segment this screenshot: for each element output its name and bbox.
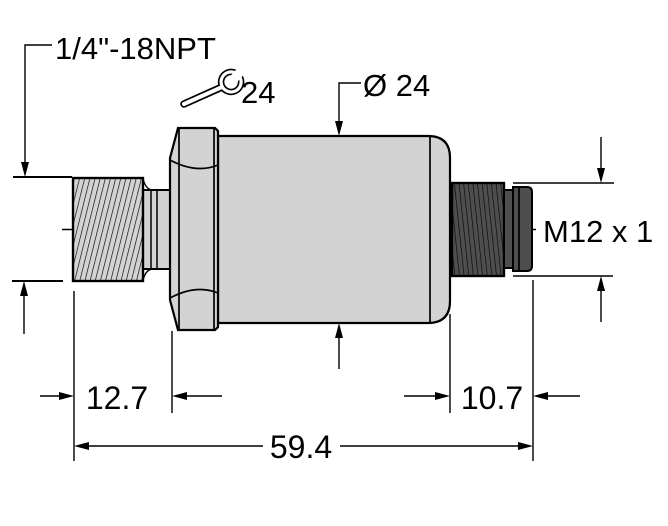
- m12-connector: [450, 181, 533, 278]
- npt-thread-label: 1/4"-18NPT: [55, 31, 216, 66]
- wrench-icon: [180, 66, 247, 108]
- m12-diameter-dimension: [513, 137, 614, 322]
- connector-length-dimension: [404, 392, 580, 400]
- port-length-value: 12.7: [86, 380, 148, 416]
- wrench-size-label: 24: [241, 75, 275, 110]
- npt-thread-section: [71, 176, 145, 283]
- overall-length-dimension: [74, 442, 533, 450]
- overall-length-value: 59.4: [270, 429, 332, 465]
- extension-lines: [73, 280, 534, 461]
- sensor-body: [216, 134, 452, 325]
- port-neck: [142, 178, 172, 281]
- body-diameter-dimension: [335, 82, 361, 369]
- npt-diameter-dimension: [12, 44, 72, 334]
- port-length-dimension: [40, 392, 222, 400]
- body-diameter-label: Ø 24: [363, 68, 430, 103]
- hex-nut: [168, 126, 220, 332]
- m12-tip: [512, 186, 533, 272]
- connector-thread-label: M12 x 1: [543, 214, 653, 249]
- connector-length-value: 10.7: [461, 380, 523, 416]
- transmitter-body-group: [71, 126, 533, 332]
